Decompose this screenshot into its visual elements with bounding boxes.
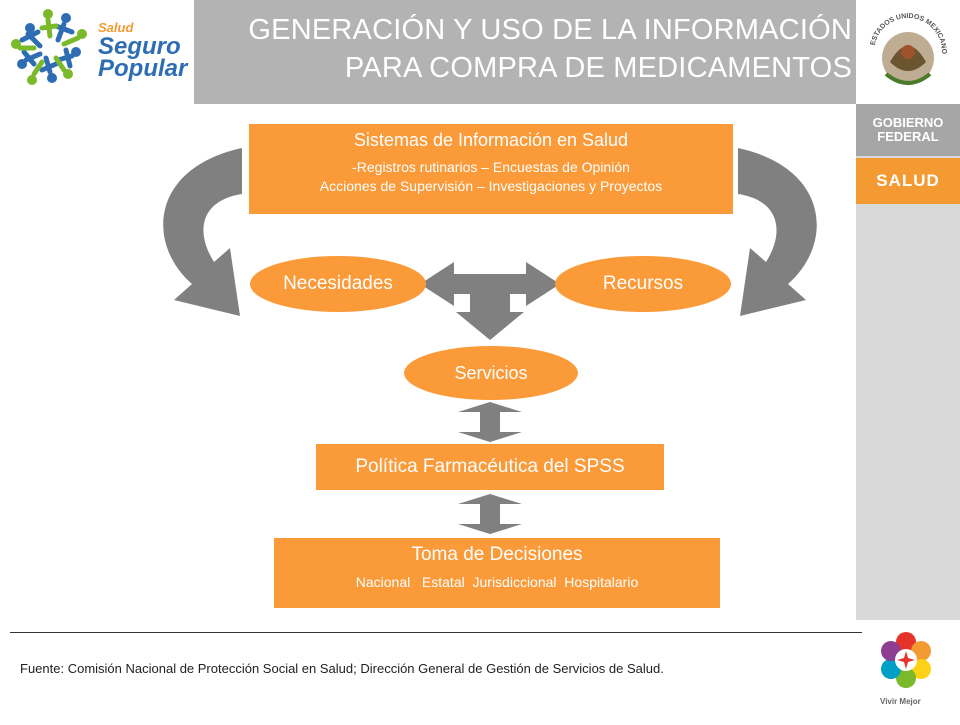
page-title-line2: PARA COMPRA DE MEDICAMENTOS [344, 52, 852, 84]
toma-title: Toma de Decisiones [411, 544, 583, 565]
sistemas-line2: Acciones de Supervisión – Investigacione… [319, 178, 663, 194]
toma-decisiones-box: Toma de Decisiones Nacional Estatal Juri… [274, 538, 720, 608]
source-footnote: Fuente: Comisión Nacional de Protección … [20, 661, 664, 676]
necesidades-node: Necesidades [250, 256, 426, 312]
title-bar: GENERACIÓN Y USO DE LA INFORMACIÓN PARA … [194, 0, 856, 104]
sistemas-line1: -Registros rutinarios – Encuestas de Opi… [352, 159, 630, 175]
seguro-popular-logo: Salud Seguro Popular [0, 0, 194, 104]
vivir-mejor-logo: Vivir Mejor [862, 622, 960, 720]
logo-line1: Salud [98, 20, 134, 35]
left-curved-arrow [163, 148, 242, 316]
recursos-node: Recursos [555, 256, 731, 312]
right-curved-arrow [738, 148, 817, 316]
gobierno-federal-badge: GOBIERNO FEDERAL [856, 104, 960, 156]
footer-divider [10, 632, 870, 633]
eagle-seal-icon: ESTADOS UNIDOS MEXICANOS [854, 0, 947, 85]
diagram-arrows [163, 148, 817, 534]
logo-line2: Seguro [98, 33, 181, 60]
gobierno-line1: GOBIERNO [872, 115, 944, 130]
double-arrow-1 [458, 402, 522, 442]
flower-icon: Vivir Mejor [880, 632, 931, 706]
mexico-seal: ESTADOS UNIDOS MEXICANOS [854, 0, 960, 104]
gobierno-line2: FEDERAL [877, 129, 939, 144]
sistemas-info-box: Sistemas de Información en Salud -Regist… [249, 124, 733, 214]
page-title-line1: GENERACIÓN Y USO DE LA INFORMACIÓN [248, 14, 852, 46]
politica-farmaceutica-box: Política Farmacéutica del SPSS [316, 444, 664, 490]
vivir-mejor-text: Vivir Mejor [880, 697, 921, 706]
people-circle-icon: Salud Seguro Popular [11, 9, 189, 85]
logo-line3: Popular [98, 55, 189, 82]
double-arrow-2 [458, 494, 522, 534]
t-arrow [420, 262, 560, 340]
servicios-node: Servicios [404, 346, 578, 400]
salud-badge: SALUD [856, 158, 960, 204]
toma-levels: Nacional Estatal Jurisdiccional Hospital… [355, 574, 639, 590]
sistemas-title: Sistemas de Información en Salud [353, 130, 629, 150]
